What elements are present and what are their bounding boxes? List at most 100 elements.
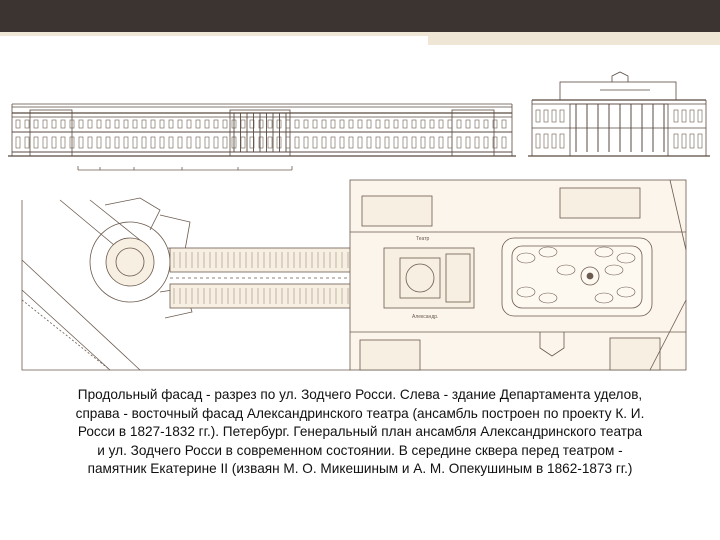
- window: [673, 133, 679, 149]
- window: [321, 119, 327, 129]
- window: [42, 136, 48, 149]
- caption-line: памятник Екатерине II (изваян М. О. Мике…: [87, 461, 633, 477]
- window: [141, 119, 147, 129]
- window: [375, 119, 381, 129]
- window: [474, 119, 480, 129]
- window: [483, 119, 489, 129]
- window: [159, 119, 165, 129]
- caption-line: и ул. Зодчего Росси в современном состоя…: [97, 442, 623, 458]
- window: [150, 119, 156, 129]
- window: [492, 119, 498, 129]
- window: [312, 119, 318, 129]
- window: [204, 136, 210, 149]
- plan-garden-beds: [516, 246, 636, 304]
- theatre-windows: [535, 109, 703, 149]
- window: [78, 136, 84, 149]
- window: [393, 136, 399, 149]
- plan-street-hatching: [173, 252, 349, 304]
- window: [681, 109, 687, 123]
- window: [447, 119, 453, 129]
- window: [375, 136, 381, 149]
- window: [96, 119, 102, 129]
- window: [420, 119, 426, 129]
- window: [87, 136, 93, 149]
- plan-left-square: [21, 197, 350, 371]
- window: [689, 133, 695, 149]
- window: [393, 119, 399, 129]
- window: [689, 109, 695, 123]
- plan-label-alexandrinsky: Александр.: [412, 314, 438, 320]
- window: [697, 109, 703, 123]
- header-accent-block: [428, 36, 720, 45]
- window: [366, 136, 372, 149]
- garden-bed: [594, 292, 614, 304]
- window: [339, 119, 345, 129]
- window: [258, 119, 264, 129]
- garden-bed: [616, 252, 636, 264]
- window: [267, 119, 273, 129]
- window: [105, 136, 111, 149]
- window: [303, 136, 309, 149]
- caption-line: Продольный фасад - разрез по ул. Зодчего…: [77, 387, 643, 402]
- window: [429, 136, 435, 149]
- window: [559, 133, 565, 149]
- window: [294, 119, 300, 129]
- window: [24, 119, 30, 129]
- window: [15, 136, 21, 149]
- window: [258, 136, 264, 149]
- window: [492, 136, 498, 149]
- window: [411, 119, 417, 129]
- window: [195, 136, 201, 149]
- window: [535, 133, 541, 149]
- window: [240, 119, 246, 129]
- window: [456, 136, 462, 149]
- window: [673, 109, 679, 123]
- window: [267, 136, 273, 149]
- window: [204, 119, 210, 129]
- elevation-windows: [15, 119, 507, 149]
- window: [168, 136, 174, 149]
- window: [357, 119, 363, 129]
- window: [285, 119, 291, 129]
- garden-bed: [616, 286, 636, 298]
- window: [24, 136, 30, 149]
- window: [186, 119, 192, 129]
- window: [384, 136, 390, 149]
- theatre-columns: [575, 104, 665, 152]
- window: [51, 136, 57, 149]
- window: [535, 109, 541, 123]
- caption-line: Росси в 1827-1832 гг.). Петербург. Генер…: [77, 424, 643, 440]
- caption-line: справа - восточный фасад Александринског…: [75, 405, 645, 421]
- garden-bed: [516, 286, 536, 298]
- window: [123, 119, 129, 129]
- window: [348, 119, 354, 129]
- window: [186, 136, 192, 149]
- window: [78, 119, 84, 129]
- window: [697, 133, 703, 149]
- window: [249, 136, 255, 149]
- window: [114, 136, 120, 149]
- window: [60, 119, 66, 129]
- plan-rossi-street: [169, 247, 357, 309]
- window: [150, 136, 156, 149]
- window: [339, 136, 345, 149]
- window: [303, 119, 309, 129]
- window: [177, 119, 183, 129]
- window: [249, 119, 255, 129]
- window: [429, 119, 435, 129]
- elevation-department-building: [8, 103, 516, 157]
- window: [420, 136, 426, 149]
- window: [87, 119, 93, 129]
- window: [348, 136, 354, 149]
- window: [411, 136, 417, 149]
- window: [240, 136, 246, 149]
- garden-bed: [538, 292, 558, 304]
- window: [168, 119, 174, 129]
- window: [321, 136, 327, 149]
- window: [222, 136, 228, 149]
- window: [33, 119, 39, 129]
- window: [114, 119, 120, 129]
- window: [543, 109, 549, 123]
- window: [213, 119, 219, 129]
- window: [51, 119, 57, 129]
